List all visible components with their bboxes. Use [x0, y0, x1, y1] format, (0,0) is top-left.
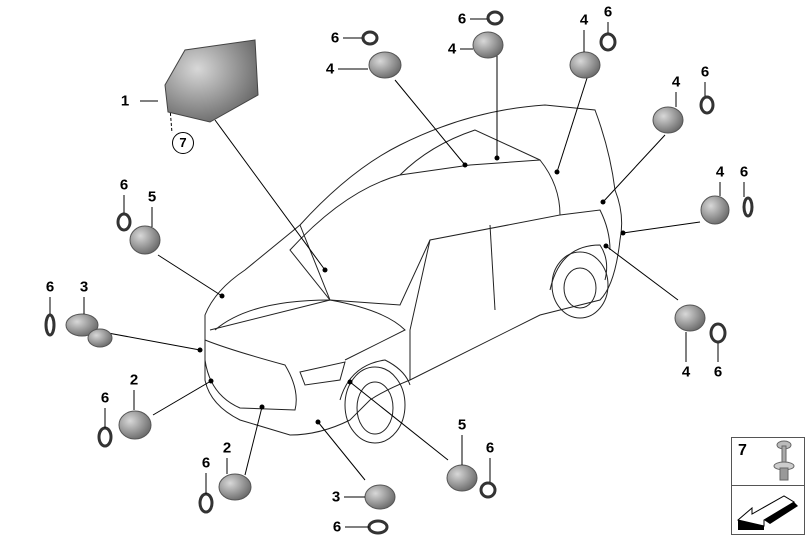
rivet-icon — [773, 440, 795, 481]
callout-3: 3 — [331, 488, 341, 506]
callout-4: 4 — [671, 73, 681, 91]
callout-6: 6 — [330, 29, 340, 47]
callout-7-circled: 7 — [172, 132, 194, 154]
callout-6: 6 — [739, 163, 749, 181]
seal-rings — [44, 10, 754, 535]
callout-4: 4 — [715, 163, 725, 181]
callout-6: 6 — [119, 176, 129, 194]
callout-6: 6 — [603, 3, 613, 21]
direction-arrow-icon — [736, 495, 798, 530]
inset-label: 7 — [738, 442, 747, 459]
callout-2: 2 — [129, 371, 139, 389]
control-unit — [164, 39, 259, 123]
car-outline — [204, 104, 623, 444]
callout-lines — [49, 18, 745, 528]
callout-3: 3 — [79, 278, 89, 296]
callout-6: 6 — [201, 454, 211, 472]
callout-6: 6 — [713, 363, 723, 381]
callout-6: 6 — [485, 439, 495, 457]
callout-6: 6 — [332, 518, 342, 536]
inset-arrow-panel — [732, 486, 804, 533]
callout-2: 2 — [222, 439, 232, 457]
leader-lines — [107, 55, 701, 481]
callout-1: 1 — [120, 92, 130, 110]
callout-4: 4 — [325, 60, 335, 78]
callout-4: 4 — [579, 11, 589, 29]
callout-4: 4 — [681, 363, 691, 381]
callout-6: 6 — [100, 389, 110, 407]
sensors — [65, 31, 730, 510]
callout-5: 5 — [457, 416, 467, 434]
inset-box: 7 — [731, 437, 805, 535]
inset-rivet-panel: 7 — [732, 438, 804, 486]
callout-5: 5 — [147, 188, 157, 206]
callout-6: 6 — [700, 63, 710, 81]
callout-6: 6 — [45, 278, 55, 296]
callout-6: 6 — [457, 10, 467, 28]
callout-4: 4 — [447, 40, 457, 58]
attachment-dots — [197, 155, 626, 425]
